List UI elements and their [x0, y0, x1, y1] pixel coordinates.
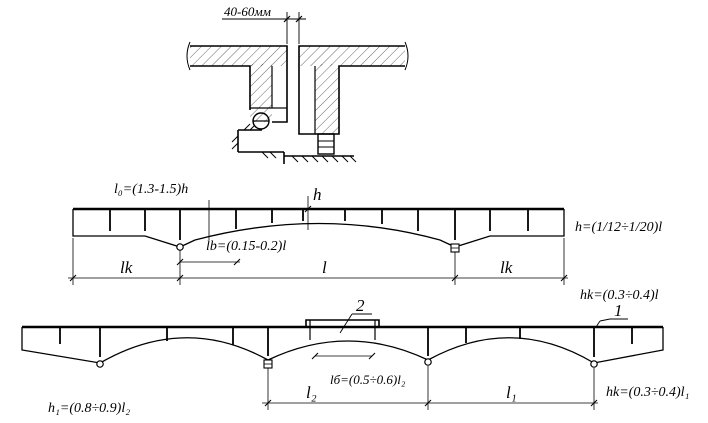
hinge-bearing	[590, 360, 598, 368]
hinge-bearing	[96, 360, 104, 368]
h1-formula: h₁=(0.8÷0.9)l₂	[48, 401, 130, 416]
joint-detail: 40-60мм	[186, 4, 409, 164]
lb-formula: lb=(0.15-0.2)l	[206, 239, 286, 254]
lk-right-label: lk	[500, 258, 513, 277]
hk-formula: hk=(0.3÷0.4)l	[580, 288, 659, 303]
l1-label: l₁	[506, 383, 517, 402]
lk-left-label: lk	[120, 258, 133, 277]
hinge-bearing	[424, 358, 432, 366]
l0-formula: l₀=(1.3-1.5)h	[114, 182, 188, 197]
callout-1: 1	[614, 301, 623, 320]
fixed-bearing	[284, 133, 357, 163]
gap-dimension: 40-60мм	[222, 4, 306, 44]
h-label: h	[313, 185, 322, 204]
left-slab-section	[190, 45, 288, 123]
gap-label: 40-60мм	[224, 4, 271, 19]
lb-formula: lб=(0.5÷0.6)l₂	[330, 372, 406, 387]
hinge-bearing	[176, 243, 184, 251]
h-formula: h=(1/12÷1/20)l	[575, 220, 662, 235]
cantilever-beam: h l₀=(1.3-1.5)h lb=(0.15-0.2)l h=(1/12÷1…	[68, 182, 662, 303]
arched-beam: 2 1 lб=(0.5÷0.6)l₂ l₂ l₁ hk=(0.3÷0.4)l₁ …	[21, 296, 689, 416]
roller-bearing	[231, 112, 285, 164]
l-span-label: l	[322, 258, 327, 277]
callout-2: 2	[356, 296, 365, 315]
l2-label: l₂	[306, 383, 317, 402]
right-slab-section	[298, 45, 405, 135]
hk-formula: hk=(0.3÷0.4)l₁	[606, 385, 689, 400]
